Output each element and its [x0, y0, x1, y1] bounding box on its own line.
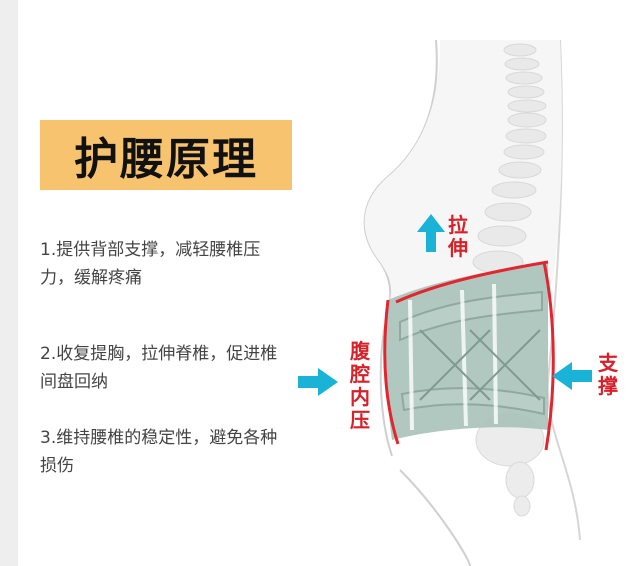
- support-label: 支撑: [598, 351, 618, 398]
- brace-straps: [399, 290, 545, 416]
- brace-cross-straps: [419, 329, 541, 401]
- arrow-right-icon: [298, 368, 338, 396]
- body-outline-lower: [399, 469, 471, 566]
- point-3: 3.维持腰椎的稳定性，避免各种损伤: [40, 428, 278, 476]
- support-pressure-curve: [542, 261, 555, 451]
- abdominal-pressure-curve-side: [383, 299, 400, 445]
- arrow-left-icon: [552, 362, 592, 390]
- point-2: 2.收复提胸，拉伸脊椎，促进椎间盘回纳: [40, 344, 278, 392]
- pelvis: [475, 413, 545, 517]
- abdominal-pressure-curve: [395, 260, 549, 304]
- arrow-up-icon: [417, 214, 445, 252]
- stretch-label: 拉伸: [448, 213, 468, 260]
- left-shadow: [0, 0, 18, 566]
- abdominal-pressure-label: 腹腔内压: [350, 339, 370, 432]
- page-title: 护腰原理: [74, 134, 258, 185]
- spine: [472, 43, 547, 274]
- title-banner: 护腰原理: [40, 120, 292, 190]
- point-1: 1.提供背部支撑，减轻腰椎压力，缓解疼痛: [40, 240, 261, 288]
